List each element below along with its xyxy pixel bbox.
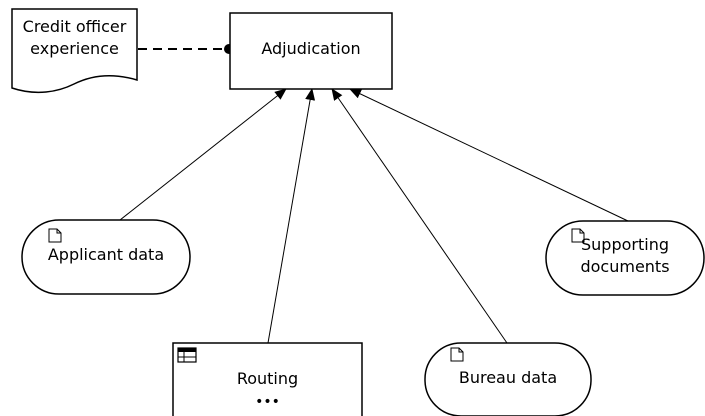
routing-more-indicator[interactable]: ••• <box>255 394 280 410</box>
node-routing[interactable] <box>172 342 363 416</box>
node-credit-officer-experience[interactable] <box>11 8 138 94</box>
supporting-documents-label-line2: documents <box>580 257 670 276</box>
edge-supporting-to-adjudication <box>349 88 629 222</box>
routing-label: Routing <box>236 369 299 388</box>
edge-applicant-to-adjudication <box>119 88 287 221</box>
applicant-data-label: Applicant data <box>47 245 165 264</box>
document-icon <box>571 228 585 243</box>
bureau-data-label: Bureau data <box>458 368 558 387</box>
document-icon <box>48 228 62 243</box>
node-supporting-documents[interactable] <box>545 220 705 296</box>
adjudication-label: Adjudication <box>261 39 361 58</box>
node-adjudication[interactable] <box>229 12 393 90</box>
edge-bureau-to-adjudication <box>331 88 508 344</box>
supporting-documents-label-line1: Supporting <box>581 235 669 254</box>
document-icon <box>450 347 464 362</box>
node-bureau-data[interactable] <box>424 342 592 416</box>
node-applicant-data[interactable] <box>21 219 191 295</box>
credit-officer-label-line2: experience <box>30 39 119 58</box>
edge-routing-to-adjudication <box>267 88 316 344</box>
table-icon <box>177 347 197 363</box>
credit-officer-label-line1: Credit officer <box>22 17 127 36</box>
